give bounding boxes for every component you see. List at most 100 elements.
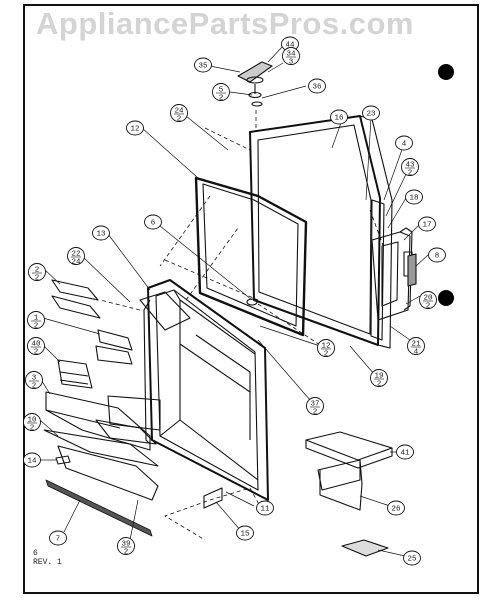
crisper-parts: [305, 431, 393, 557]
callout-4: 4: [395, 135, 413, 151]
callout-number: 41: [400, 450, 410, 458]
callout-circle: [387, 500, 405, 516]
callout-number: 1: [34, 315, 39, 323]
door-bins: [43, 279, 161, 501]
kick-strip: [45, 479, 153, 537]
callout-circle: [23, 452, 41, 468]
callout-26: 26: [387, 500, 405, 516]
callout-2: 22: [28, 263, 46, 283]
callout-number: 23: [366, 111, 376, 119]
callout-5: 52: [212, 83, 230, 103]
callout-13: 13: [92, 225, 110, 241]
callout-number: 10: [27, 417, 37, 425]
callout-quantity: 3: [289, 59, 294, 67]
callout-number: 2: [35, 267, 40, 275]
callout-circle: [306, 397, 324, 415]
callout-quantity: 2: [30, 425, 35, 433]
callout-circle: [212, 83, 230, 101]
callout-circle: [236, 525, 254, 541]
callout-number: 4: [402, 141, 407, 149]
callout-circle: [370, 369, 388, 387]
callout-14: 14: [23, 452, 41, 468]
callout-number: 19: [374, 373, 383, 381]
callout-34: 343: [282, 47, 300, 67]
callout-43: 432: [401, 158, 419, 178]
callout-23: 23: [362, 105, 380, 121]
callout-quantity: 2: [34, 349, 39, 357]
callout-circle: [308, 78, 326, 94]
callout-quantity: 2: [32, 383, 37, 391]
callout-1: 12: [27, 311, 45, 331]
leader-lines: [39, 45, 429, 557]
callout-circle: [23, 413, 41, 431]
callout-circle: [395, 135, 413, 151]
callout-19: 192: [370, 369, 388, 389]
callout-circle: [256, 500, 274, 516]
callout-circle: [407, 337, 425, 355]
callout-number: 8: [435, 253, 440, 261]
callout-number: 12: [130, 126, 139, 134]
liner-cabinet: [139, 279, 269, 501]
callout-number: 20: [423, 295, 433, 303]
callout-number: 21: [411, 341, 421, 349]
callout-number: 43: [405, 162, 415, 170]
callout-quantity: 2: [313, 409, 318, 417]
callout-circle: [49, 530, 67, 546]
callout-25: 25: [403, 550, 421, 566]
callout-number: 35: [198, 63, 208, 71]
callout-12a: 12: [126, 120, 144, 136]
callout-circle: [117, 537, 135, 555]
page-number: 6: [33, 549, 38, 558]
callout-number: 11: [260, 506, 270, 514]
top-hinge-parts: [237, 61, 273, 107]
door-side-trim: [370, 199, 385, 341]
door-gasket: [194, 176, 308, 337]
callout-circle: [67, 247, 85, 265]
callout-circle: [330, 109, 348, 125]
callout-circle: [403, 550, 421, 566]
callout-10: 102: [23, 413, 41, 433]
callout-40: 402: [27, 337, 45, 357]
callout-21: 214: [407, 337, 425, 357]
callout-circle: [126, 120, 144, 136]
callout-number: 24: [174, 108, 184, 116]
callout-circle: [418, 216, 436, 232]
callout-41: 41: [396, 444, 414, 460]
screw-cap: [246, 298, 258, 306]
callout-circle: [92, 225, 110, 241]
callout-quantity: 2: [426, 303, 431, 311]
callout-circle: [28, 263, 46, 281]
callout-circle: [27, 337, 45, 355]
clip: [55, 455, 71, 465]
callout-number: 39: [121, 541, 130, 549]
watermark-text: AppliancePartsPros.com: [36, 6, 414, 41]
callout-circle: [282, 47, 300, 65]
callout-35: 35: [194, 57, 212, 73]
callout-number: 14: [27, 458, 37, 466]
callout-number: 44: [285, 42, 295, 50]
callout-number: 15: [240, 531, 250, 539]
callout-quantity: 2: [34, 323, 39, 331]
callout-number: 7: [56, 536, 61, 544]
diagram-border: [23, 4, 479, 594]
callout-7: 7: [49, 530, 67, 546]
callout-16: 16: [330, 109, 348, 125]
callout-quantity: 2: [35, 275, 40, 283]
revision-label: REV. 1: [33, 558, 62, 567]
callout-number: 6: [151, 220, 156, 228]
callout-3: 32: [25, 371, 43, 391]
callout-number: 17: [422, 222, 431, 230]
callout-12b: 122: [317, 339, 335, 359]
callout-number: 12: [321, 343, 330, 351]
callout-number: 13: [96, 231, 106, 239]
callout-number: 40: [31, 341, 41, 349]
callout-circle: [428, 247, 446, 263]
callout-circle: [194, 57, 212, 73]
callout-circle: [170, 104, 188, 122]
handle: [407, 253, 417, 287]
callout-circle: [27, 311, 45, 329]
callout-number: 18: [409, 195, 418, 203]
